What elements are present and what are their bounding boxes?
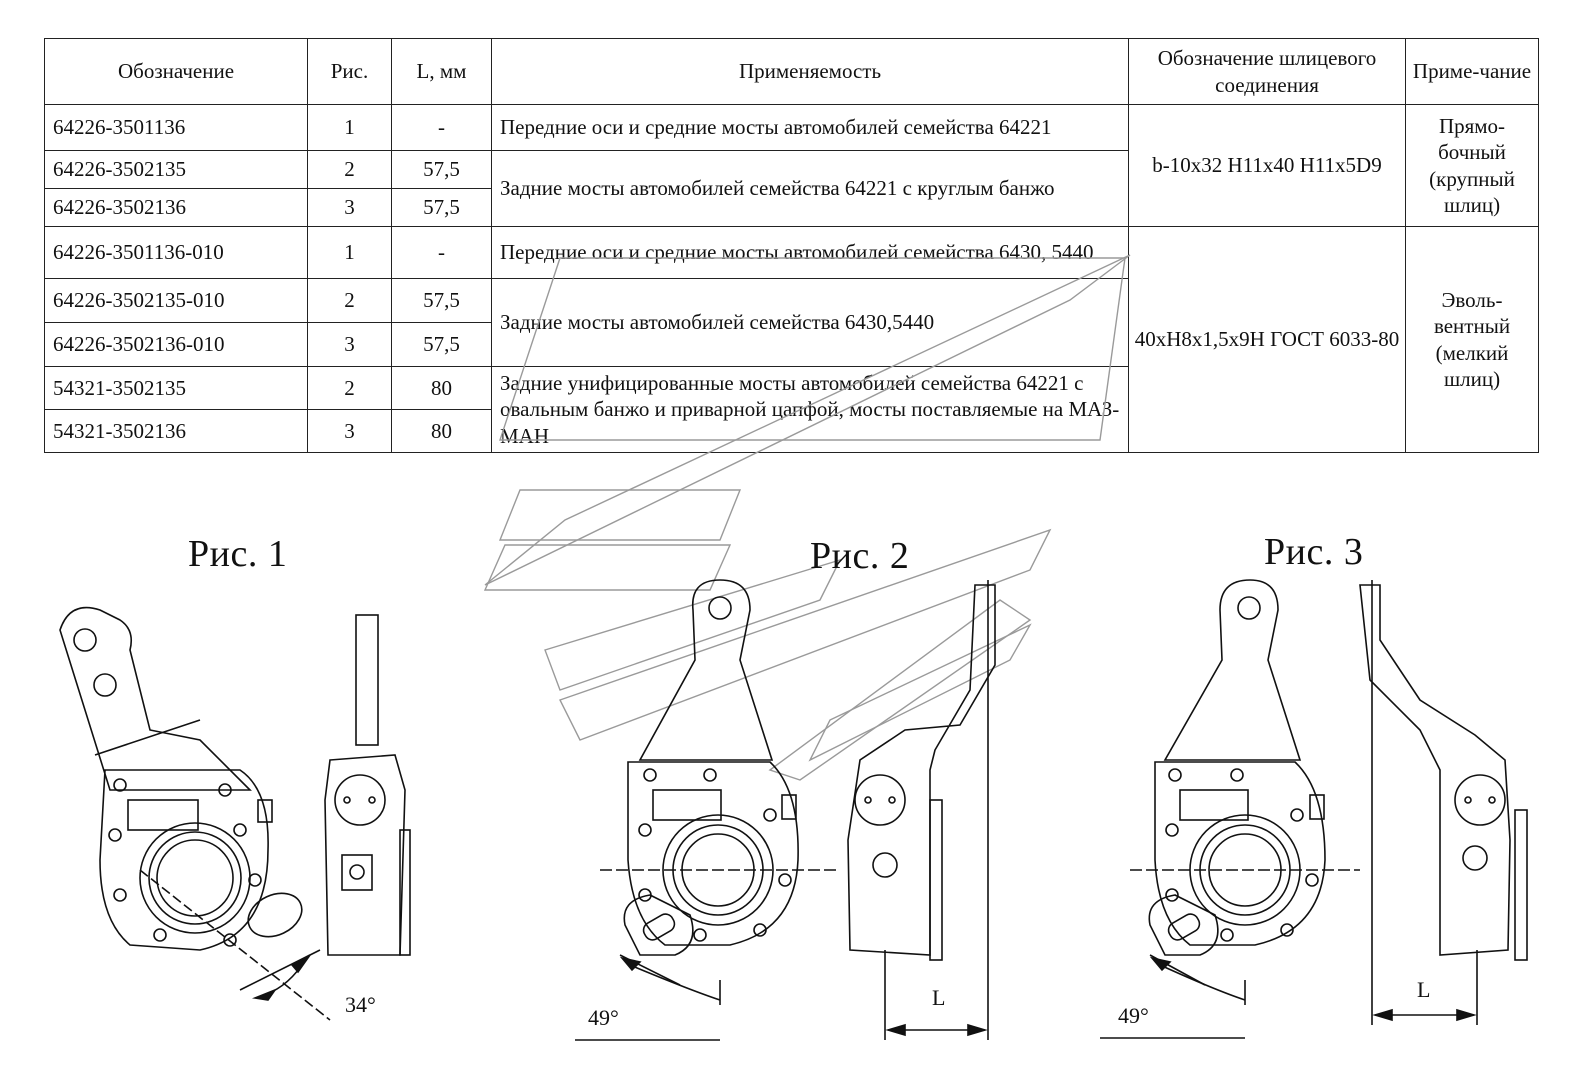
figure-3-angle: 49° (1118, 1003, 1149, 1028)
cell-designation: 64226-3502136 (44, 188, 308, 227)
bolt-icon (1165, 768, 1319, 942)
cell-applicability: Передние оси и средние мосты автомобилей… (491, 104, 1129, 151)
watermark-logo (483, 254, 1131, 781)
cell-fig: 2 (307, 278, 392, 323)
hole-icon (708, 596, 732, 620)
table-row: 64226-3502135 2 57,5 Задние мосты автомо… (44, 150, 1539, 227)
cell-length: 57,5 (391, 150, 492, 189)
hole-icon (73, 628, 97, 652)
cell-designation: 54321-3502135 (44, 366, 308, 410)
cell-length: 80 (391, 409, 492, 453)
table-row: 54321-3502135 2 80 Задние унифицированны… (44, 366, 1539, 453)
cell-designation: 54321-3502136 (44, 409, 308, 453)
cell-note: Прямо-бочный (крупный шлиц) (1405, 104, 1539, 227)
figure-1-title: Рис. 1 (188, 533, 288, 575)
figure-3-drawing: L 49° (1100, 579, 1528, 1039)
spec-table: Обозначение Рис. L, мм Применяемость Обо… (44, 38, 1539, 453)
table-row: 64226-3502136-010 3 57,5 (44, 322, 1539, 367)
cell-note: Эволь-вентный (мелкий шлиц) (1405, 226, 1539, 453)
figure-2-angle: 49° (588, 1005, 619, 1030)
cell-length: 57,5 (391, 188, 492, 227)
header-designation: Обозначение (44, 38, 308, 105)
table-row: 64226-3501136 1 - Передние оси и средние… (44, 104, 1539, 227)
table-row: 64226-3502136 3 57,5 (44, 188, 1539, 227)
hole-icon (93, 673, 117, 697)
figure-2-drawing: L 49° (575, 579, 996, 1041)
table-row: 54321-3502136 3 80 (44, 409, 1539, 453)
table-row: 64226-3501136-010 1 - Передние оси и сре… (44, 226, 1539, 453)
header-fig: Рис. (307, 38, 392, 105)
cell-spline: 40xH8x1,5x9H ГОСТ 6033-80 (1128, 226, 1406, 453)
figure-3-title: Рис. 3 (1264, 531, 1364, 573)
cell-length: 57,5 (391, 322, 492, 367)
header-length: L, мм (391, 38, 492, 105)
figure-3-dimension: L (1417, 977, 1430, 1002)
hole-icon (1237, 596, 1261, 620)
cell-applicability: Задние мосты автомобилей семейства 64221… (491, 150, 1129, 227)
header-note: Приме-чание (1405, 38, 1539, 105)
cell-designation: 64226-3502136-010 (44, 322, 308, 367)
cell-spline: b-10x32 H11x40 H11x5D9 (1128, 104, 1406, 227)
cell-designation: 64226-3501136-010 (44, 226, 308, 279)
bolt-icon (108, 778, 262, 947)
cell-applicability: Задние унифицированные мосты автомобилей… (491, 366, 1129, 453)
cell-designation: 64226-3502135-010 (44, 278, 308, 323)
cell-applicability: Передние оси и средние мосты автомобилей… (491, 226, 1129, 279)
cell-applicability: Задние мосты автомобилей семейства 6430,… (491, 278, 1129, 367)
cell-length: 57,5 (391, 278, 492, 323)
figure-1-angle: 34° (345, 992, 376, 1017)
cell-fig: 1 (307, 104, 392, 151)
bolt-icon (638, 768, 792, 942)
figure-1-drawing: 34° (59, 606, 411, 1021)
table-row: 64226-3502135-010 2 57,5 Задние мосты ав… (44, 278, 1539, 367)
figure-2-title: Рис. 2 (810, 535, 910, 577)
cell-designation: 64226-3501136 (44, 104, 308, 151)
figure-2-dimension: L (932, 985, 945, 1010)
